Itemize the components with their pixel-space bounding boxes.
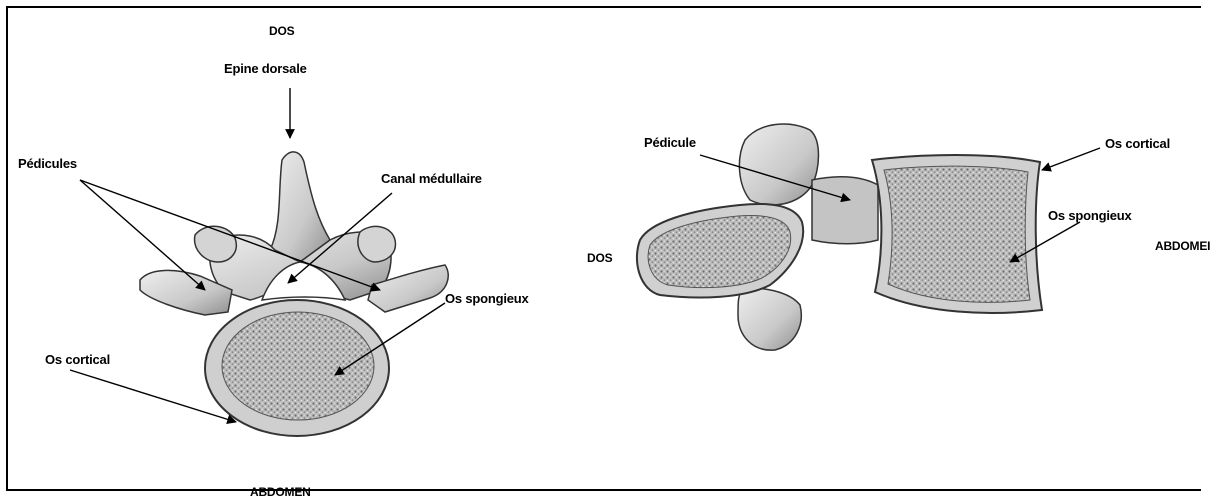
vertebral-body-spongy	[222, 312, 374, 420]
os-spongieux-right-label: Os spongieux	[1048, 209, 1132, 222]
spinous-process	[270, 152, 330, 262]
right-right-label: ABDOMEI	[1155, 240, 1210, 252]
superior-articular	[739, 124, 818, 205]
articular-process-left	[195, 226, 237, 262]
vertebra-superior-view	[140, 152, 448, 436]
canal-medullaire-label: Canal médullaire	[381, 172, 482, 185]
body-section-spongy	[884, 166, 1030, 302]
vertebra-lateral-section	[637, 124, 1042, 350]
pedicle	[812, 177, 878, 244]
os-cortical-right-label: Os cortical	[1105, 137, 1170, 150]
left-bottom-label: ABDOMEN	[250, 486, 311, 498]
os-cortical-left-label: Os cortical	[45, 353, 110, 366]
articular-process-right	[358, 226, 396, 262]
inferior-articular	[738, 288, 801, 350]
right-left-label: DOS	[587, 252, 612, 264]
left-top-label: DOS	[269, 25, 294, 37]
os-spongieux-left-label: Os spongieux	[445, 292, 529, 305]
epine-dorsale-label: Epine dorsale	[224, 62, 307, 75]
pedicules-label: Pédicules	[18, 157, 77, 170]
pedicule-label: Pédicule	[644, 136, 696, 149]
